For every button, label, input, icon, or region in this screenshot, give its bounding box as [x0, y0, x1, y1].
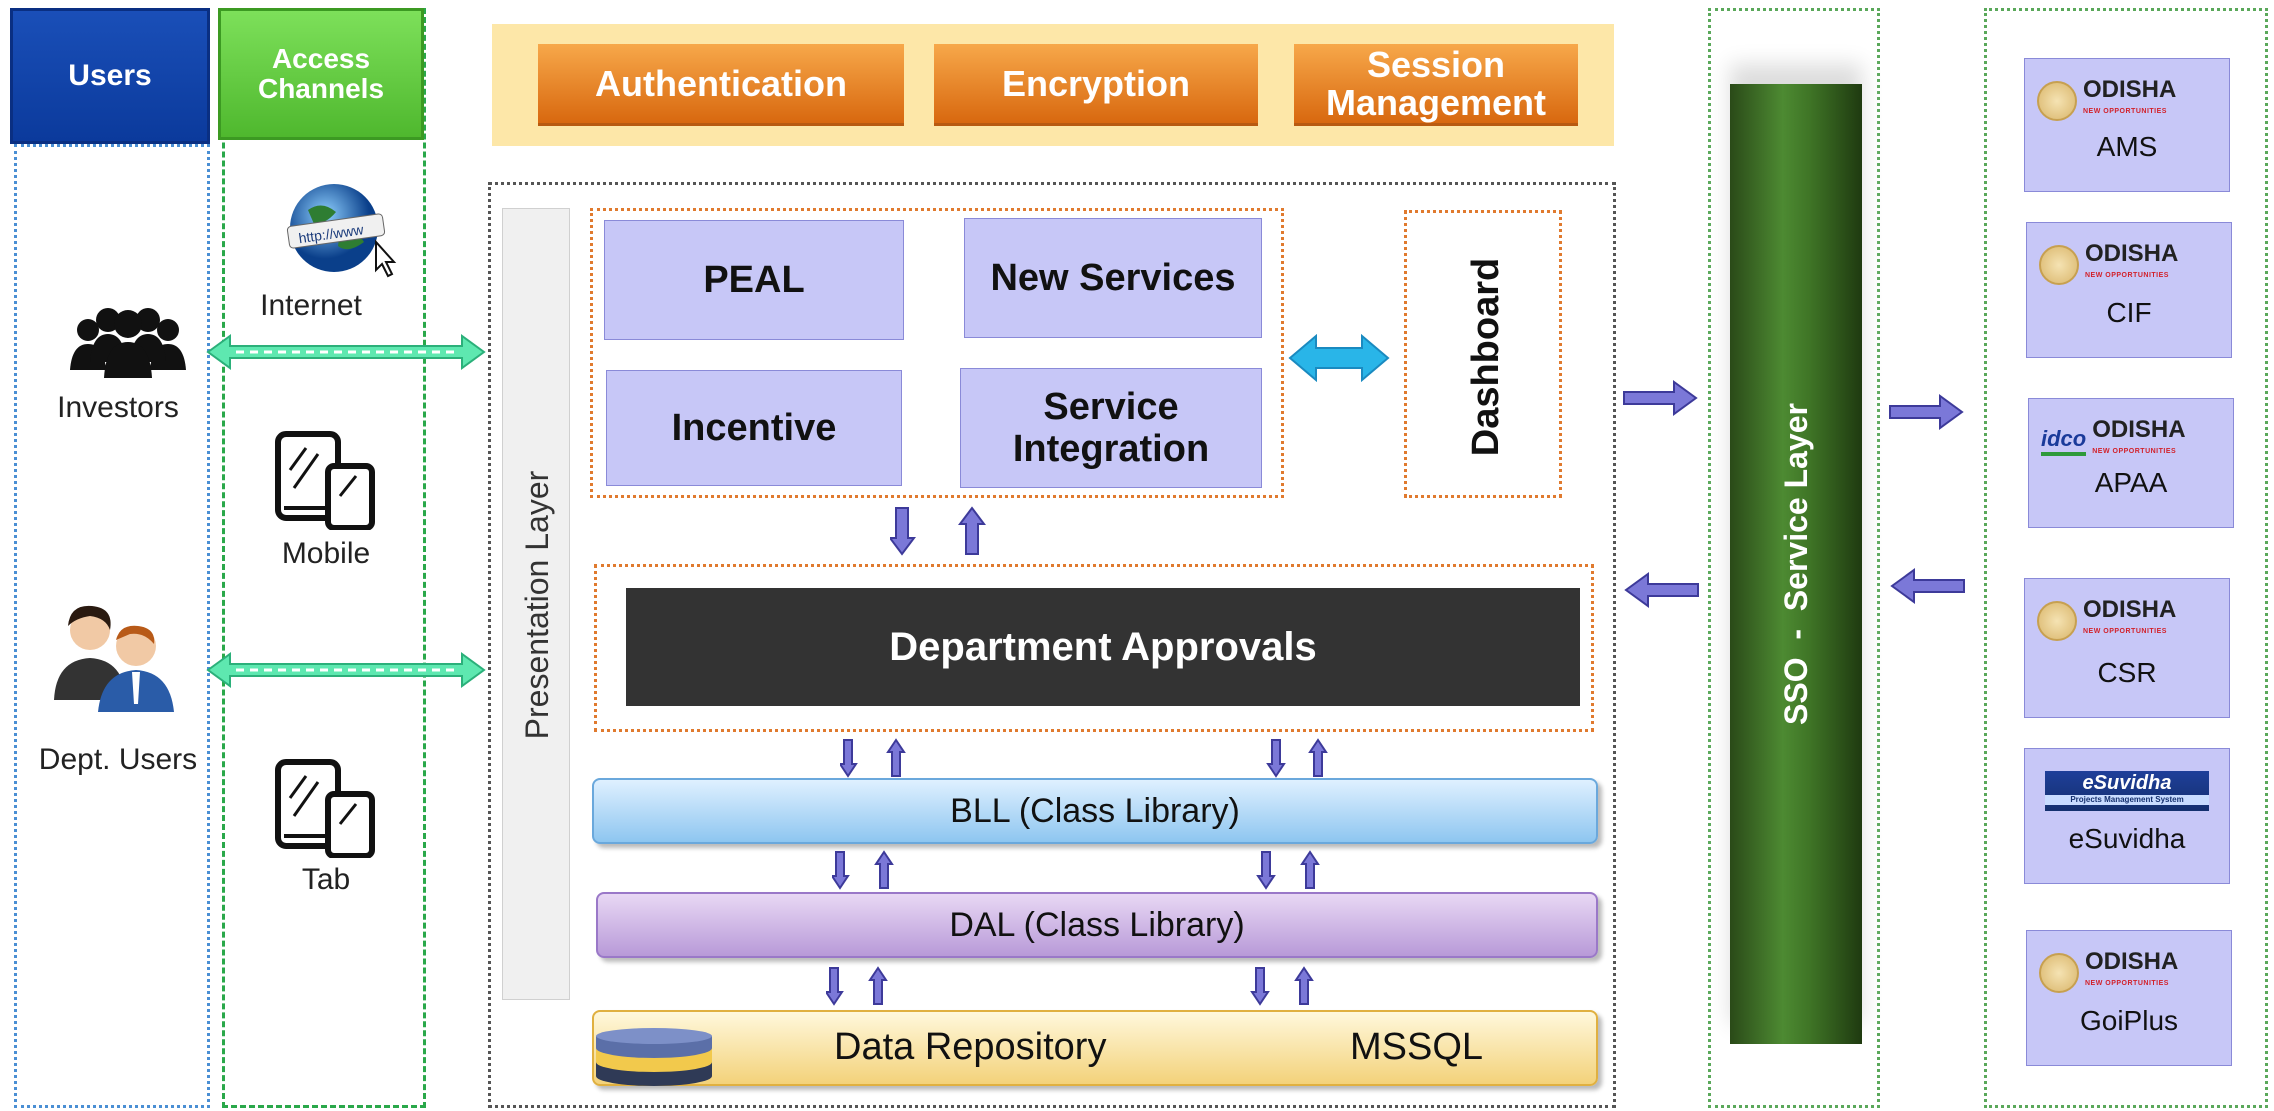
modules-dashboard-arrow [1288, 334, 1390, 382]
users-column [14, 144, 210, 1108]
tablet-device-icon [275, 759, 375, 858]
emblem-icon [2037, 81, 2077, 121]
investors-label: Investors [57, 391, 179, 424]
department-approvals-box: Department Approvals [626, 588, 1580, 706]
globe-icon: http://www [286, 184, 397, 278]
module-incentive: Incentive [606, 370, 902, 486]
mobile-device-icon [275, 431, 375, 530]
dept-users-channel-arrow [206, 652, 486, 688]
dept-users-label: Dept. Users [38, 743, 198, 776]
emblem-icon [2039, 953, 2079, 993]
presentation-layer: Presentation Layer [502, 208, 570, 1000]
external-system-name: GoiPlus [2079, 1005, 2179, 1036]
sso-service-layer-label: SSO - Service Layer [1777, 403, 1814, 725]
external-to-sso-arrow [1890, 568, 1965, 604]
person-icon [54, 605, 174, 712]
database-icon [596, 1028, 712, 1086]
external-system-name: CSR [2097, 657, 2157, 688]
mssql-label: MSSQL [1350, 1026, 1484, 1068]
application-container [488, 182, 1616, 1108]
esuvidha-logo: eSuvidha Projects Management System [2045, 771, 2209, 811]
group-icon [70, 308, 186, 378]
emblem-icon [2039, 245, 2079, 285]
sso-to-app-arrow [1624, 572, 1699, 608]
authentication-box: Authentication [538, 44, 904, 126]
external-system-name: CIF [2106, 297, 2152, 328]
internet-label: Internet [260, 289, 362, 322]
tab-label: Tab [301, 863, 351, 896]
users-header: Users [10, 8, 210, 144]
approvals-bll-arrows [840, 738, 1328, 778]
data-repository-box: Data Repository MSSQL [592, 1010, 1598, 1086]
external-system-esuvidha: eSuvidha Projects Management System eSuv… [2024, 748, 2230, 884]
dal-repository-arrows [826, 966, 1314, 1006]
bll-box: BLL (Class Library) [592, 778, 1598, 844]
external-system-name: APAA [2094, 467, 2168, 498]
emblem-icon [2037, 601, 2077, 641]
external-systems-column [1984, 8, 2268, 1108]
module-service-integration: Service Integration [960, 368, 1262, 488]
idco-logo: idco [2041, 426, 2087, 456]
module-new-services: New Services [964, 218, 1262, 338]
presentation-layer-label: Presentation Layer [518, 470, 555, 740]
module-peal: PEAL [604, 220, 904, 340]
mobile-label: Mobile [281, 537, 371, 570]
dashboard-box: Dashboard [1404, 210, 1562, 498]
dashboard-label: Dashboard [1464, 257, 1507, 457]
sso-service-layer: SSO - Service Layer [1730, 84, 1862, 1044]
dal-box: DAL (Class Library) [596, 892, 1598, 958]
sso-column [1708, 8, 1880, 1108]
app-to-sso-arrow [1623, 380, 1698, 416]
external-system-name: eSuvidha [2068, 823, 2186, 854]
department-approvals-group [594, 564, 1594, 732]
bll-dal-arrows [832, 850, 1320, 890]
modules-group [590, 208, 1284, 498]
sso-to-external-arrow [1889, 394, 1964, 430]
modules-approvals-arrows [890, 506, 986, 556]
investors-channel-arrow [206, 334, 486, 370]
data-repository-label: Data Repository [834, 1026, 1107, 1068]
session-management-box: Session Management [1294, 44, 1578, 126]
external-system-name: AMS [2096, 131, 2158, 162]
encryption-box: Encryption [934, 44, 1258, 126]
access-channels-header: Access Channels [218, 8, 424, 140]
